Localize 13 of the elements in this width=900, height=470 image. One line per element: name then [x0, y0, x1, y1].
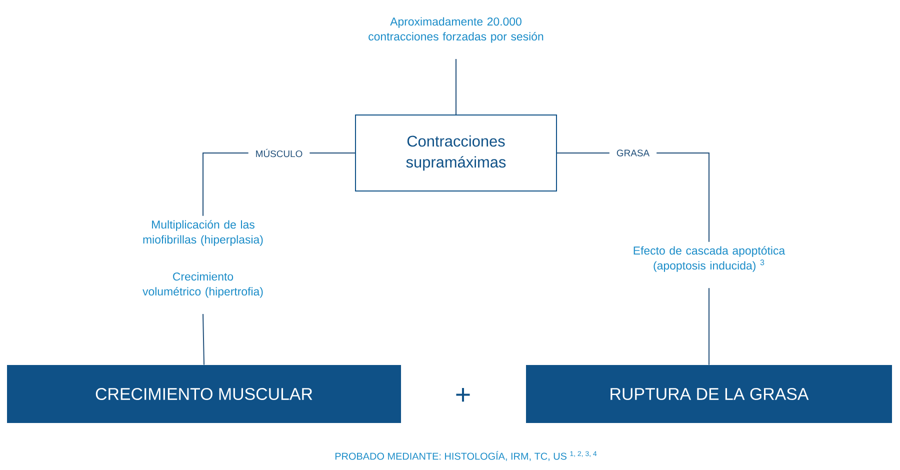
edge-label: GRASA [609, 146, 657, 160]
connector [708, 288, 710, 366]
node-text: Multiplicación de las miofibrillas (hiperplasia) [143, 220, 263, 246]
edge-label: MÚSCULO [248, 146, 310, 160]
connector [202, 314, 204, 366]
process-box: Contracciones supramáximas [355, 114, 557, 192]
result-box: RUPTURA DE LA GRASA [526, 365, 892, 423]
result-box: CRECIMIENTO MUSCULAR [7, 365, 401, 423]
node-text: Efecto de cascada apoptótica (apoptosis inducida) $^{3}$ [634, 246, 786, 272]
node-text: Aproximadamente 20.000 contracciones forzadas por sesión [368, 17, 544, 43]
footnote: PROBADO MEDIANTE: HISTOLOGÍA, IRM, TC, US $^{1, 2, 3, 4}$ [335, 451, 597, 461]
node-text: Crecimiento volumétrico (hipertrofia) [142, 272, 263, 298]
plus-sign: + [456, 388, 470, 402]
